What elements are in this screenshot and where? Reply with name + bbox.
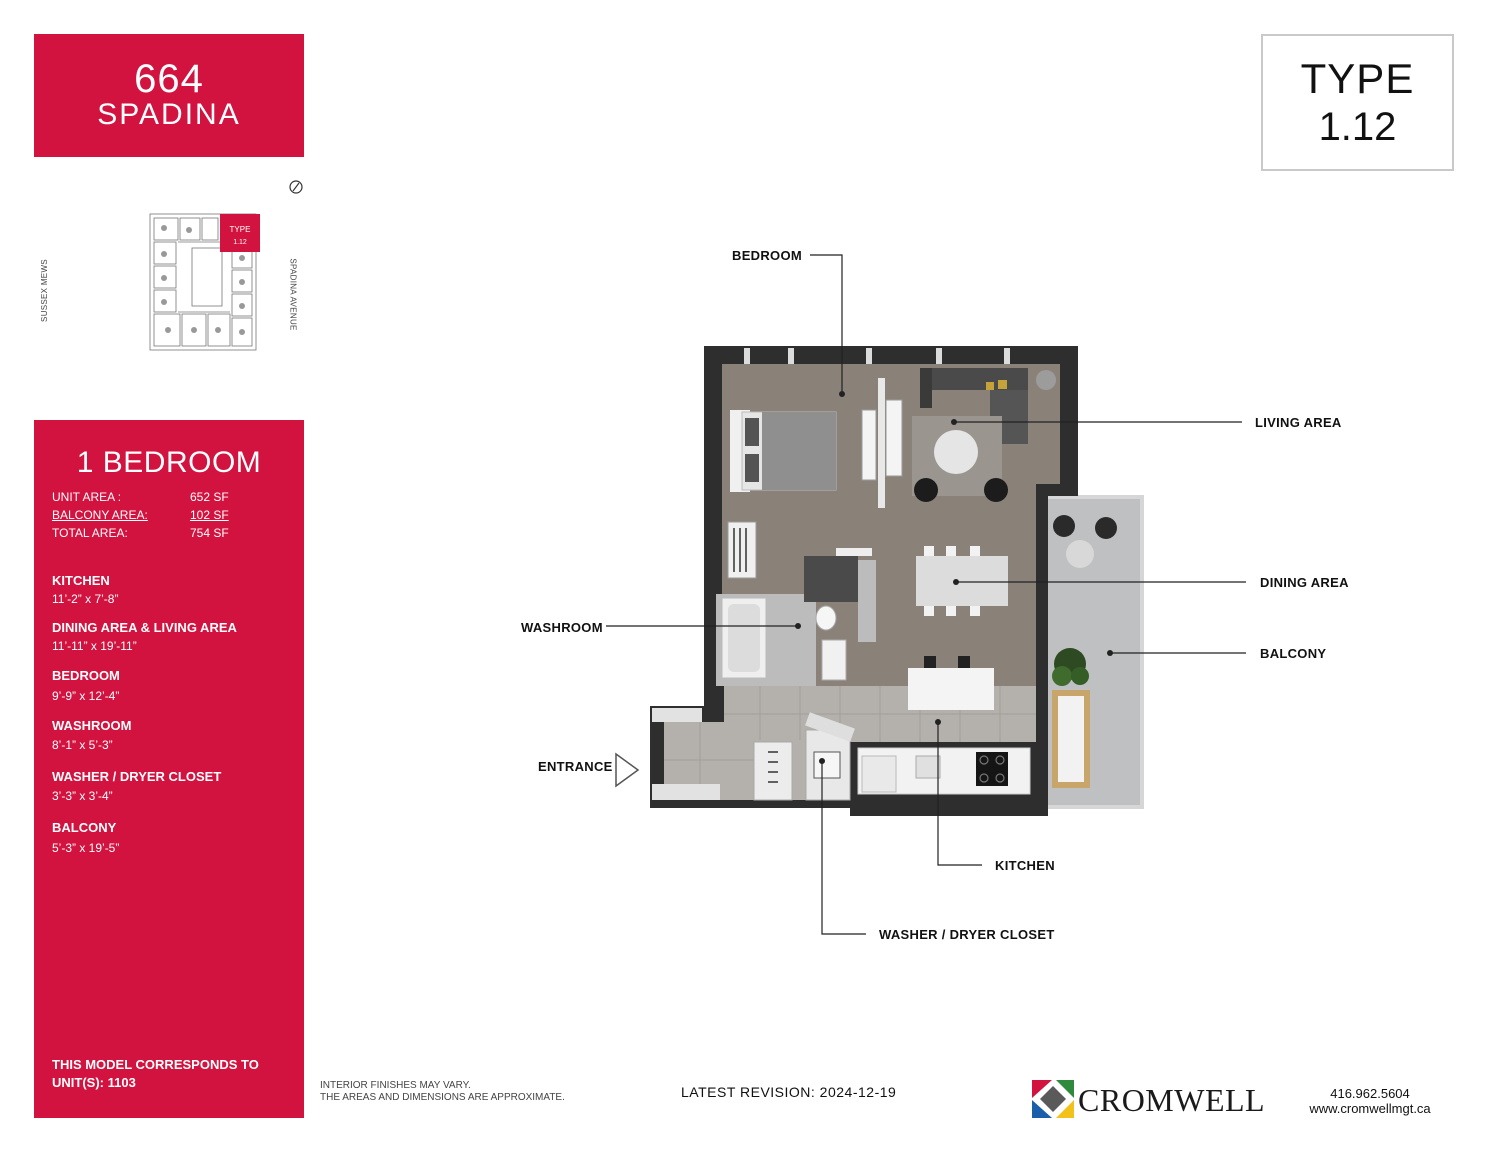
cromwell-logo-icon (1032, 1080, 1074, 1118)
bedroom-count-title: 1 BEDROOM (76, 446, 262, 479)
room-dims: 11’-11” x 19’-11” (52, 639, 137, 653)
label-balcony: BALCONY (1260, 646, 1327, 661)
unit-type-number: 1.12 (1318, 105, 1397, 149)
wardrobe (861, 409, 877, 481)
label-living-area: LIVING AREA (1255, 415, 1342, 430)
entrance-closet (753, 741, 793, 801)
leader-lines (606, 254, 1246, 935)
room-name: WASHER / DRYER CLOSET (52, 769, 222, 784)
room-dims: 3’-3” x 3’-4” (52, 789, 113, 803)
label-kitchen: KITCHEN (995, 858, 1055, 873)
bed-blanket (762, 412, 836, 490)
room-dims: 11’-2” x 7’-8” (52, 592, 119, 606)
contact-info: 416.962.5604 www.cromwellmgt.ca (1290, 1086, 1450, 1116)
label-washer-dryer-closet: WASHER / DRYER CLOSET (879, 927, 1055, 942)
area-row: TOTAL AREA:754 SF (52, 526, 229, 540)
sofa-back (920, 368, 1028, 390)
key-plan: TYPE 1.12 SUSSEX MEWS SPADINA AVENUE (34, 178, 314, 358)
room-name: KITCHEN (52, 573, 110, 588)
room-dims: 5’-3” x 19’-5” (52, 841, 120, 855)
label-entrance: ENTRANCE (538, 759, 613, 774)
unit-type-label: TYPE (1300, 55, 1415, 102)
room-dims: 8’-1” x 5’-3” (52, 738, 113, 752)
building-header: 664 SPADINA (34, 34, 304, 157)
washroom-wall-block (804, 556, 858, 602)
cromwell-wordmark: CROMWELL (1078, 1082, 1266, 1118)
compass-icon (289, 180, 303, 194)
fridge (861, 755, 897, 793)
room-name: BEDROOM (52, 668, 120, 683)
area-row: UNIT AREA :652 SF (52, 490, 229, 504)
contact-phone[interactable]: 416.962.5604 (1330, 1086, 1410, 1101)
entrance-arrow-icon (615, 752, 640, 788)
label-dining-area: DINING AREA (1260, 575, 1349, 590)
keyplan-badge-line1: TYPE (230, 225, 251, 234)
room-name: WASHROOM (52, 718, 132, 733)
bedroom-closet (727, 521, 757, 579)
cromwell-logo: CROMWELL (1032, 1080, 1272, 1118)
revision-date: LATEST REVISION: 2024-12-19 (681, 1084, 897, 1100)
area-row: BALCONY AREA:102 SF (52, 508, 229, 522)
corresponding-units: THIS MODEL CORRESPONDS TO UNIT(S): 1103 (52, 1057, 259, 1090)
coffee-table (934, 430, 978, 474)
toilet (815, 605, 837, 631)
room-name: DINING AREA & LIVING AREA (52, 620, 237, 635)
vanity (821, 639, 847, 681)
building-number: 664 (134, 57, 204, 101)
building-street: SPADINA (97, 98, 241, 131)
room-dims: 9’-9” x 12’-4” (52, 689, 120, 703)
room-name: BALCONY (52, 820, 117, 835)
disclaimer-note: INTERIOR FINISHES MAY VARY. THE AREAS AN… (320, 1080, 565, 1103)
dining-table (916, 556, 1008, 606)
unit-info-panel: 1 BEDROOM UNIT AREA :652 SF BALCONY AREA… (34, 420, 304, 1118)
kitchen-island (908, 668, 994, 710)
cooktop (976, 752, 1008, 786)
kitchen-sink (915, 755, 941, 779)
unit-type-box: TYPE 1.12 (1261, 34, 1454, 171)
label-washroom: WASHROOM (521, 620, 603, 635)
key-plan-drawing: TYPE 1.12 (149, 180, 303, 351)
keyplan-badge-line2: 1.12 (233, 239, 247, 246)
tv-unit (885, 399, 903, 477)
floor-lamp (1036, 370, 1056, 390)
unit-highlight (220, 214, 260, 252)
contact-website[interactable]: www.cromwellmgt.ca (1309, 1101, 1431, 1116)
label-bedroom: BEDROOM (732, 248, 802, 263)
balcony-table (1066, 540, 1094, 568)
